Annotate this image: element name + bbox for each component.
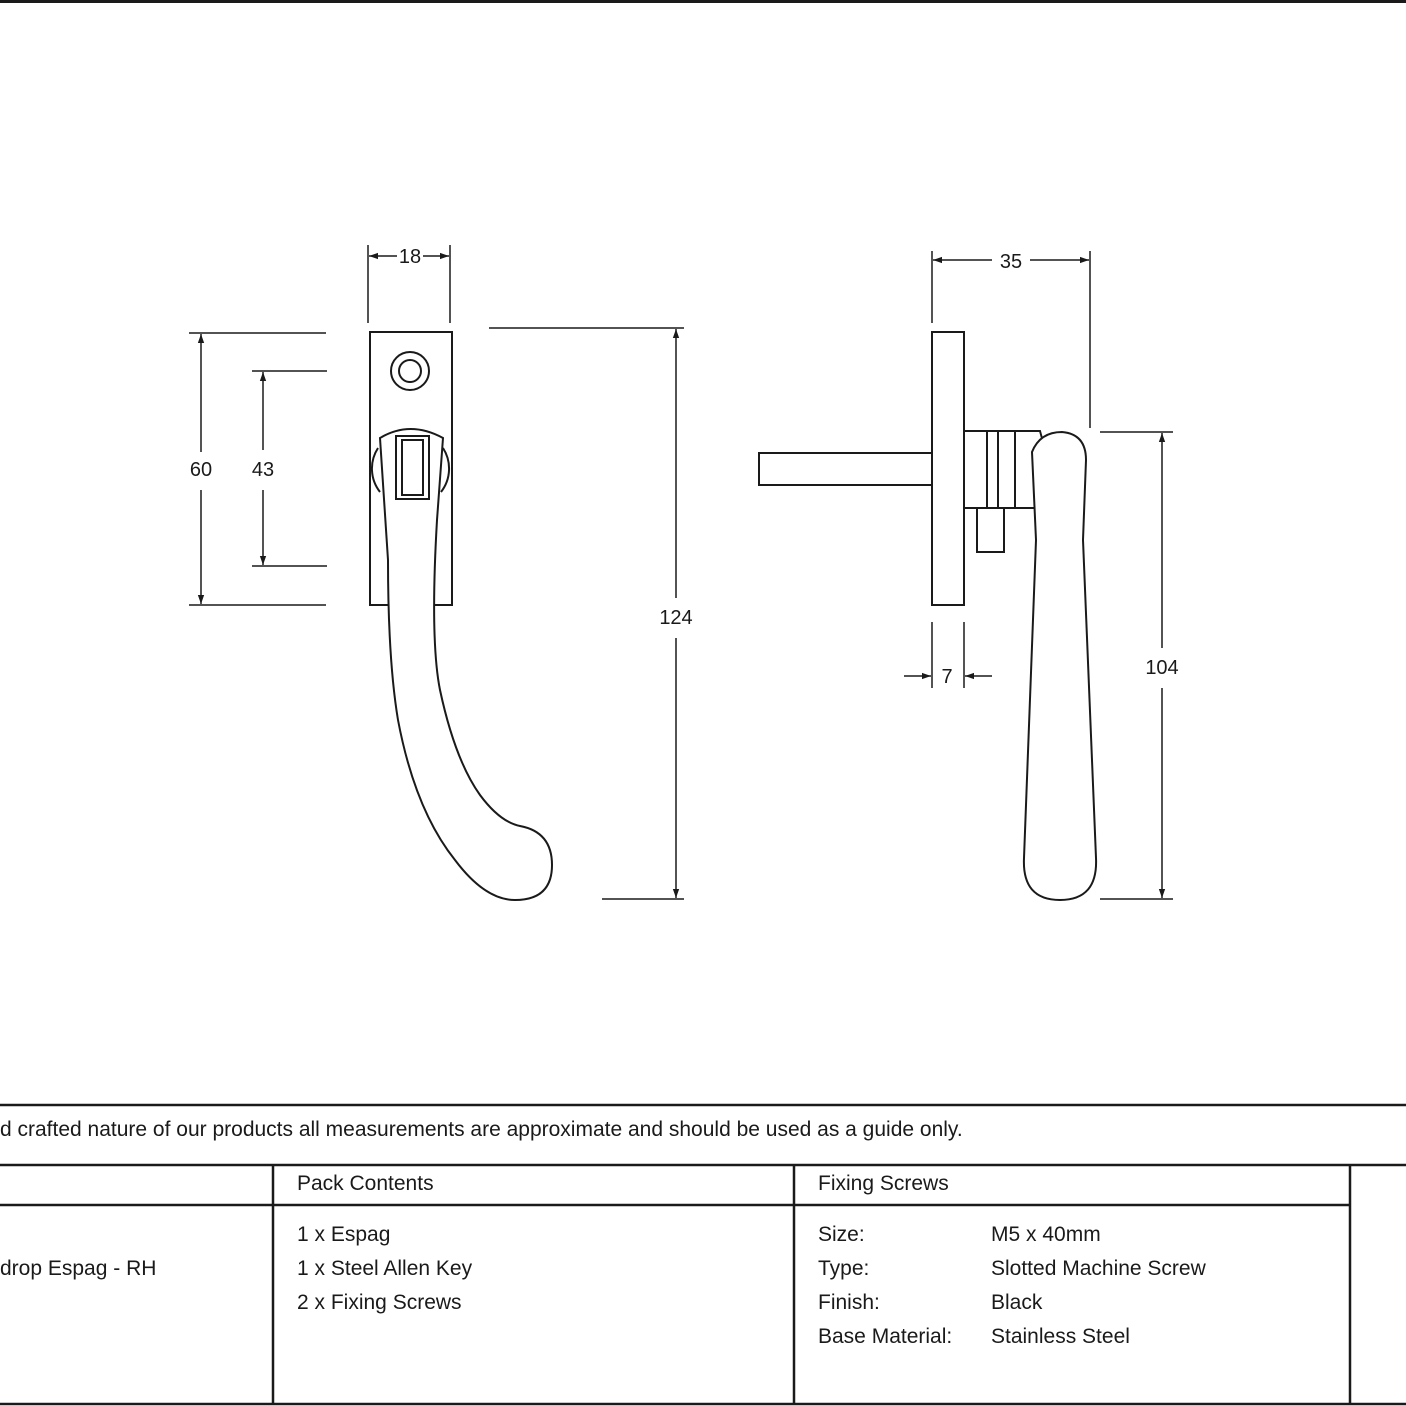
front-handle (378, 428, 554, 902)
dim-label-backplate-height: 60 (190, 459, 212, 481)
front-screw-hole-outer (390, 351, 430, 391)
dim-label-handle-length: 104 (1145, 657, 1178, 679)
fixing-screw-value: Stainless Steel (991, 1325, 1130, 1348)
side-lock-tongue (976, 507, 1005, 553)
fixing-screw-label: Size: (818, 1223, 865, 1246)
product-name: drop Espag - RH (0, 1257, 157, 1280)
fixing-screw-value: Slotted Machine Screw (991, 1257, 1206, 1280)
dim-label-side-projection: 35 (1000, 251, 1022, 273)
side-handle (1022, 430, 1098, 902)
table-grid (0, 1103, 1406, 1406)
fixing-screw-label: Base Material: (818, 1325, 953, 1348)
pack-contents-list: 1 x Espag 1 x Steel Allen Key 2 x Fixing… (297, 1218, 472, 1320)
pack-contents-item: 2 x Fixing Screws (297, 1291, 462, 1314)
dim-label-backplate-thickness: 7 (941, 666, 952, 688)
dimension-lines (189, 245, 1173, 900)
side-backplate (931, 331, 965, 606)
pack-contents-item: 1 x Steel Allen Key (297, 1257, 473, 1280)
disclaimer-note: d crafted nature of our products all mea… (0, 1118, 963, 1141)
dim-label-fixing-centres: 43 (252, 459, 274, 481)
front-slot-outer (395, 435, 430, 500)
pack-contents-header: Pack Contents (297, 1172, 434, 1195)
fixing-screws-values: M5 x 40mm Slotted Machine Screw Black St… (991, 1218, 1206, 1354)
side-spindle (758, 452, 933, 486)
fixing-screw-value: Black (991, 1291, 1043, 1314)
fixing-screw-value: M5 x 40mm (991, 1223, 1101, 1246)
pack-contents-item: 1 x Espag (297, 1223, 391, 1246)
fixing-screws-header: Fixing Screws (818, 1172, 949, 1195)
fixing-screw-label: Type: (818, 1257, 870, 1280)
fixing-screw-label: Finish: (818, 1291, 880, 1314)
front-slot-inner (401, 439, 424, 496)
front-boss (370, 447, 451, 493)
front-screw-hole-inner (398, 359, 422, 383)
dim-label-front-width: 18 (399, 246, 421, 268)
dim-label-overall-height: 124 (659, 607, 692, 629)
front-view (369, 331, 554, 902)
fixing-screws-labels: Size: Type: Finish: Base Material: (818, 1218, 952, 1354)
side-view (758, 331, 1098, 902)
